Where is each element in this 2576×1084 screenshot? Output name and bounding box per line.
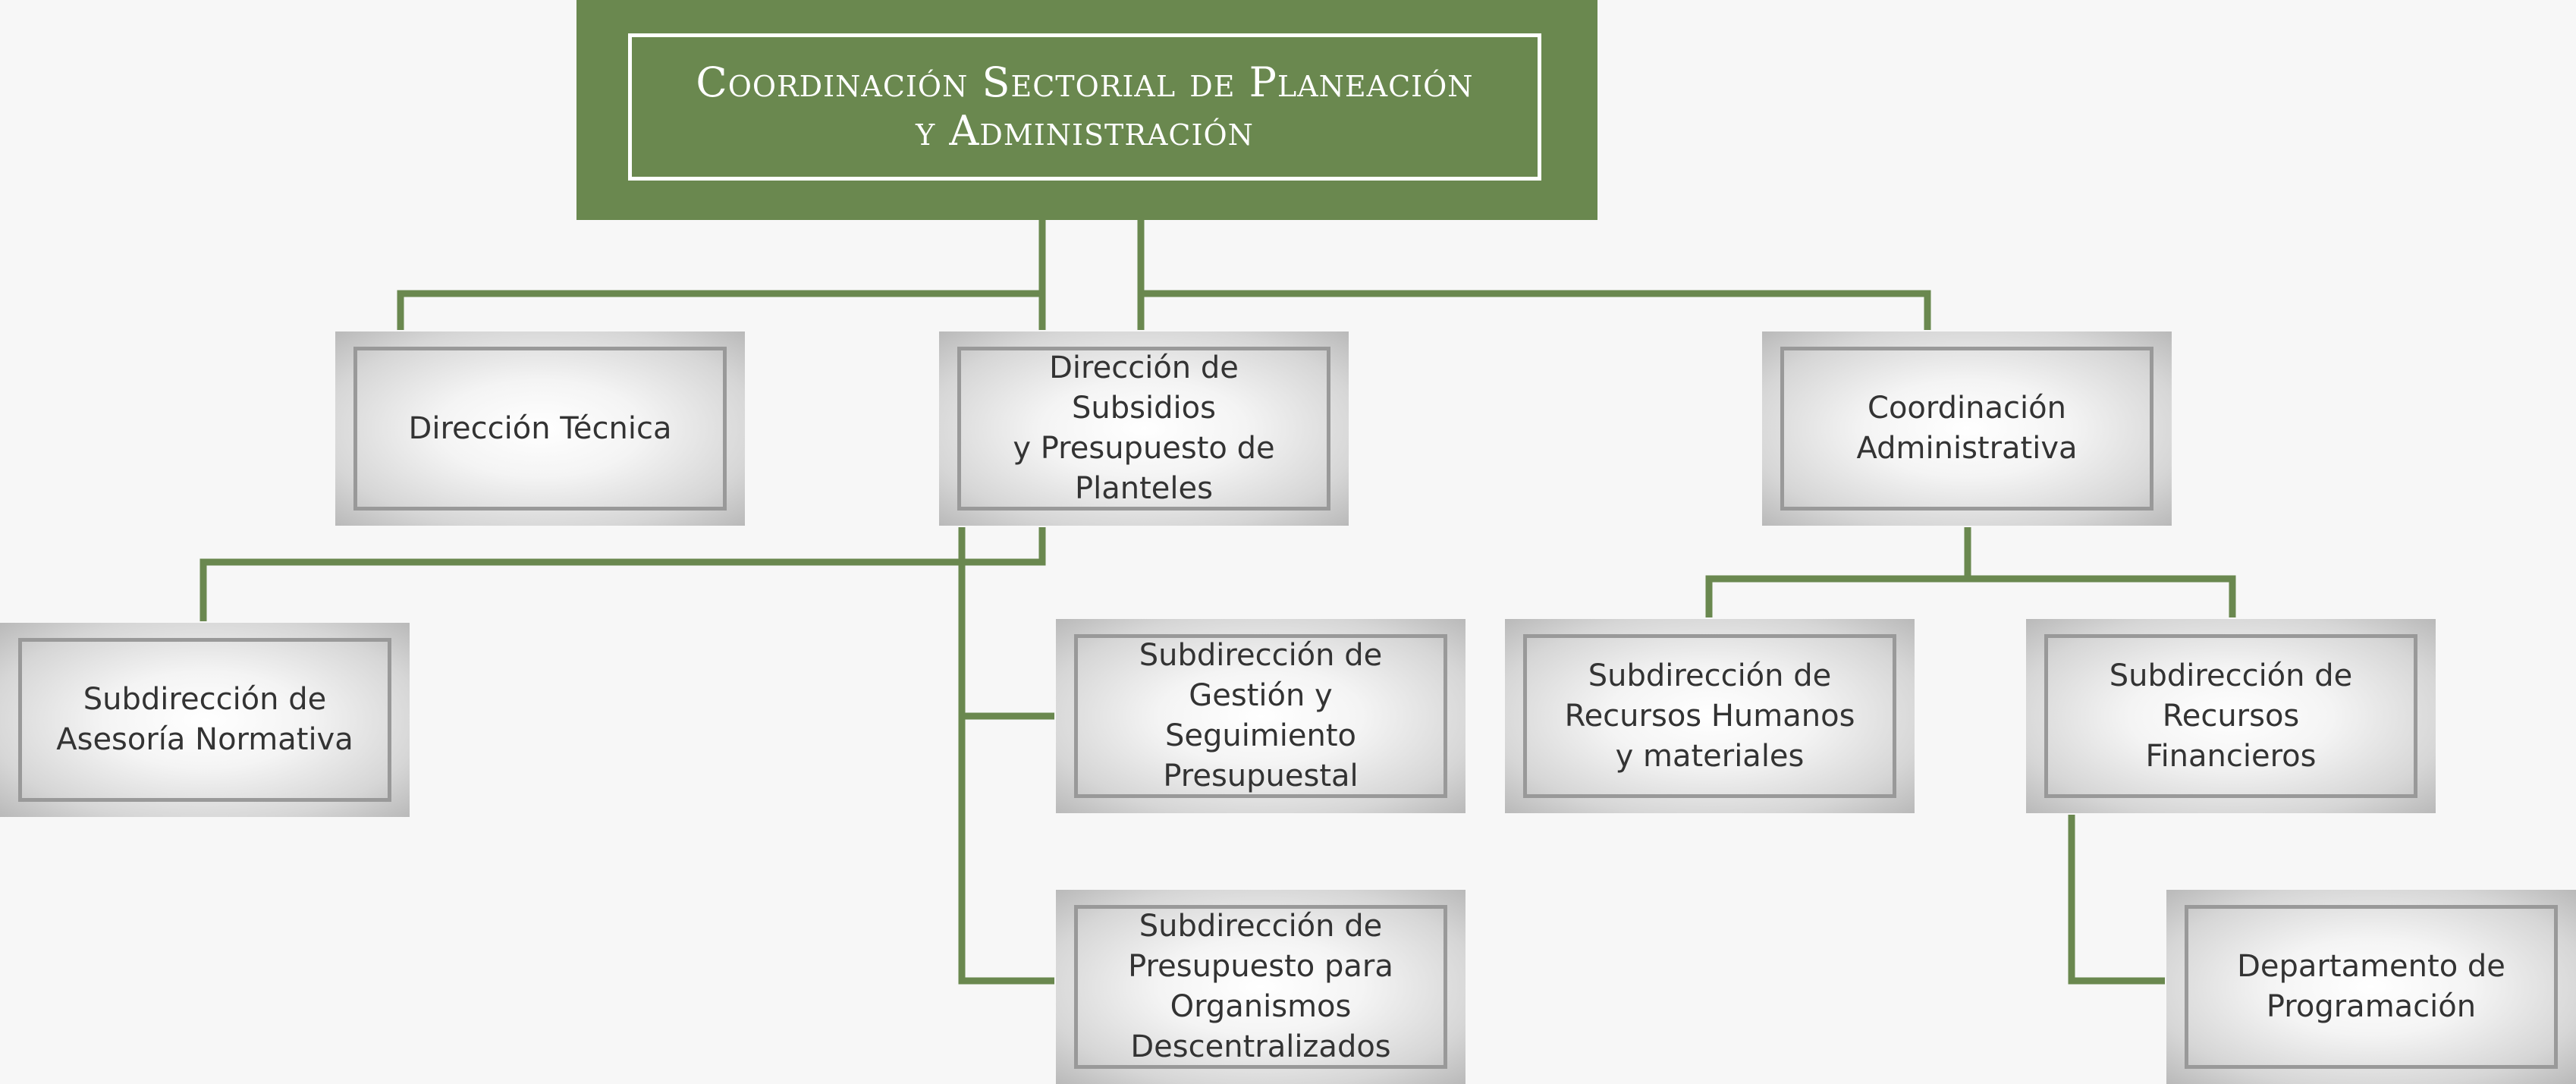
edge-subsidios-presupuesto <box>958 523 1059 985</box>
node-label: Subdirección de Recursos Financieros <box>2044 634 2417 798</box>
node-label: Subdirección de Recursos Humanos y mater… <box>1523 634 1896 798</box>
root-node: Coordinación Sectorial de Planeación y A… <box>576 0 1597 220</box>
node-coordinacion-administrativa: Coordinación Administrativa <box>1762 331 2172 526</box>
root-title-line1: Coordinación Sectorial de Planeación <box>696 58 1474 106</box>
edge-root-coordinacion-administrativa <box>1137 215 1931 334</box>
node-subdireccion-presupuesto: Subdirección de Presupuesto para Organis… <box>1056 890 1465 1084</box>
node-direccion-tecnica: Dirección Técnica <box>335 331 745 526</box>
node-label: Subdirección de Gestión y Seguimiento Pr… <box>1074 634 1447 798</box>
node-label: Dirección Técnica <box>353 347 727 511</box>
edge-subsidios-asesoria <box>199 523 1046 627</box>
node-subdireccion-rf: Subdirección de Recursos Financieros <box>2026 619 2436 813</box>
node-label: Subdirección de Asesoría Normativa <box>18 638 391 802</box>
edge-root-direccion-subsidios <box>1038 294 1145 334</box>
edge-rf-departamento <box>2068 810 2168 985</box>
edge-root-direccion-tecnica <box>397 215 1046 334</box>
node-label: Coordinación Administrativa <box>1780 347 2153 511</box>
edge-coordinacion-subdirecciones <box>1705 523 2236 622</box>
node-departamento-programacion: Departamento de Programación <box>2166 890 2576 1084</box>
node-label: Dirección de Subsidios y Presupuesto de … <box>957 347 1330 511</box>
root-title-line2: y Administración <box>916 107 1254 155</box>
node-subdireccion-rh: Subdirección de Recursos Humanos y mater… <box>1505 619 1915 813</box>
node-label: Subdirección de Presupuesto para Organis… <box>1074 905 1447 1069</box>
node-direccion-subsidios: Dirección de Subsidios y Presupuesto de … <box>939 331 1349 526</box>
node-label: Departamento de Programación <box>2185 905 2558 1069</box>
root-node-frame: Coordinación Sectorial de Planeación y A… <box>628 33 1541 181</box>
node-subdireccion-gestion: Subdirección de Gestión y Seguimiento Pr… <box>1056 619 1465 813</box>
node-subdireccion-asesoria: Subdirección de Asesoría Normativa <box>0 623 410 817</box>
